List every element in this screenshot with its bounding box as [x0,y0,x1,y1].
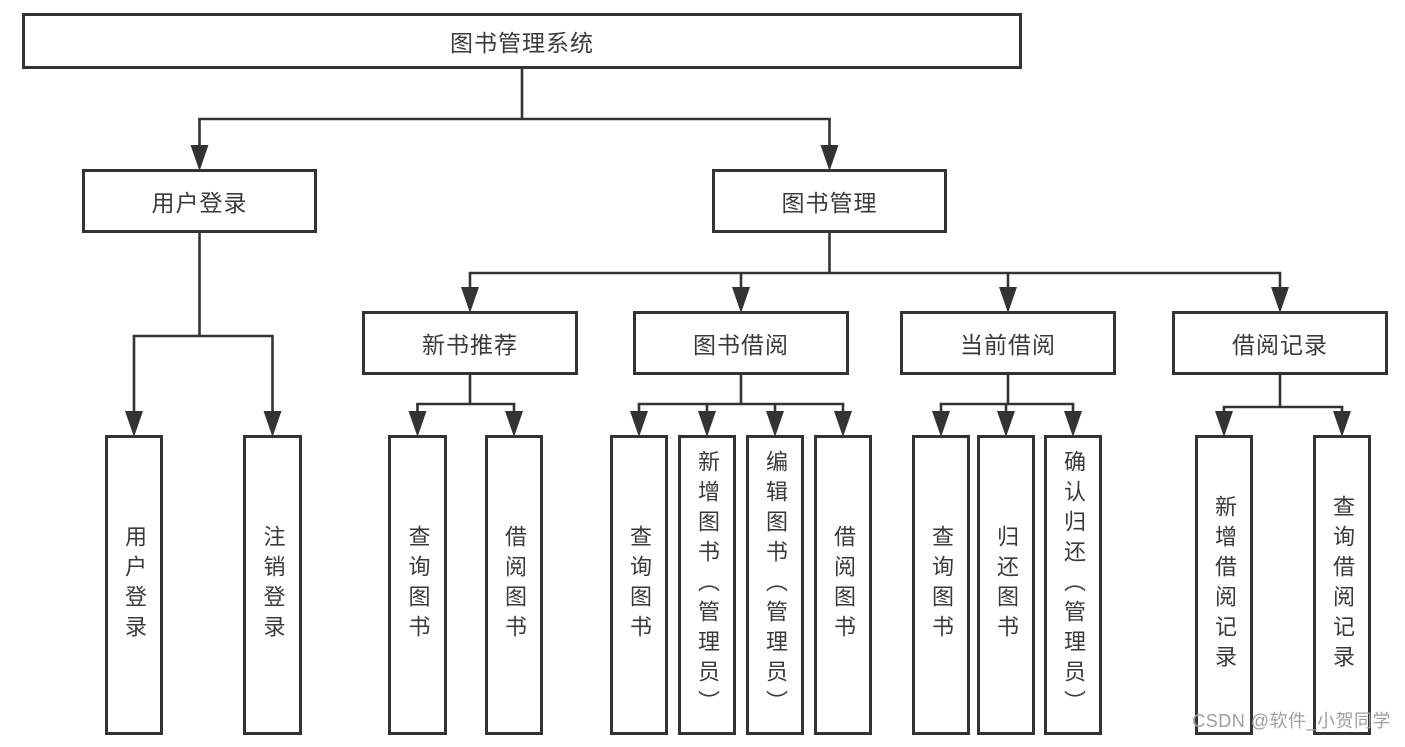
node-label-user-login: 用户登录 [151,190,248,216]
node-leaf-borrow-book-1: 借阅图书 [485,435,543,735]
node-leaf-query-book-1: 查询图书 [388,435,447,735]
node-leaf-logout: 注销登录 [243,435,302,735]
node-label-leaf-confirm-return: 确认归还（管理员） [1061,450,1086,720]
node-user-login: 用户登录 [82,169,317,233]
node-leaf-edit-book: 编辑图书（管理员） [746,435,804,735]
node-label-book-mgmt: 图书管理 [781,190,878,216]
watermark-text: CSDN @软件_小贺同学 [1192,711,1391,731]
node-label-leaf-query-record: 查询借阅记录 [1330,495,1355,675]
node-label-leaf-query-book-2: 查询图书 [627,525,652,645]
node-leaf-query-book-3: 查询图书 [912,435,970,735]
node-label-borrow-records: 借阅记录 [1232,332,1328,358]
node-book-mgmt: 图书管理 [712,169,947,233]
node-leaf-add-record: 新增借阅记录 [1195,435,1253,735]
node-leaf-user-login: 用户登录 [105,435,163,735]
node-leaf-query-record: 查询借阅记录 [1313,435,1371,735]
node-label-current-borrow: 当前借阅 [960,332,1056,358]
node-root: 图书管理系统 [22,13,1022,69]
node-leaf-borrow-book-2: 借阅图书 [814,435,872,735]
node-book-borrow: 图书借阅 [633,311,849,375]
node-label-leaf-return-book: 归还图书 [994,525,1019,645]
node-label-leaf-logout: 注销登录 [260,525,286,645]
node-label-leaf-edit-book: 编辑图书（管理员） [763,450,788,720]
node-new-book-rec: 新书推荐 [362,311,578,375]
node-label-leaf-add-record: 新增借阅记录 [1212,495,1237,675]
node-label-leaf-borrow-book-1: 借阅图书 [502,525,527,645]
node-leaf-confirm-return: 确认归还（管理员） [1044,435,1102,735]
node-label-leaf-query-book-1: 查询图书 [405,525,431,645]
node-label-leaf-borrow-book-2: 借阅图书 [831,525,856,645]
node-leaf-query-book-2: 查询图书 [610,435,668,735]
node-leaf-add-book: 新增图书（管理员） [678,435,736,735]
node-label-new-book-rec: 新书推荐 [422,332,518,358]
node-current-borrow: 当前借阅 [900,311,1116,375]
node-label-book-borrow: 图书借阅 [693,332,789,358]
node-borrow-records: 借阅记录 [1172,311,1388,375]
node-label-leaf-user-login: 用户登录 [122,525,147,645]
node-label-leaf-query-book-3: 查询图书 [929,525,954,645]
node-leaf-return-book: 归还图书 [977,435,1035,735]
node-label-leaf-add-book: 新增图书（管理员） [695,450,720,720]
node-label-root: 图书管理系统 [450,30,594,56]
